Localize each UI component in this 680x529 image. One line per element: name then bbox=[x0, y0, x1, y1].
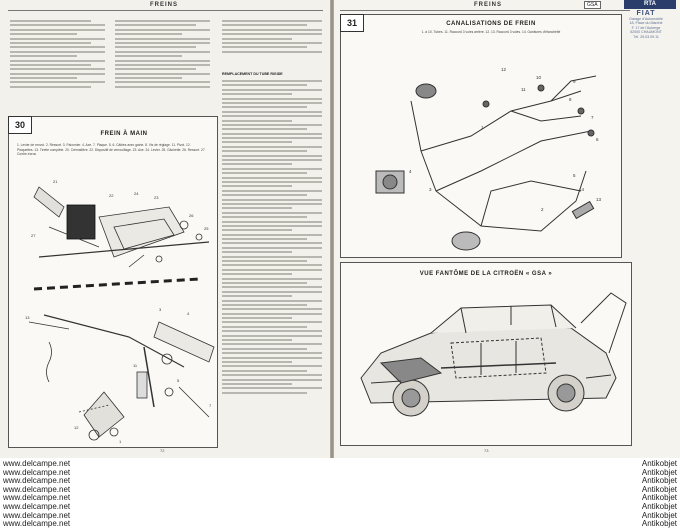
watermark-left-text: www.delcampe.net bbox=[3, 501, 71, 511]
left-page: FREINS REMPLACEMENT DU TUBE RIGIDE bbox=[0, 0, 330, 458]
watermark-right-text: Antikobjet bbox=[641, 519, 677, 529]
section-30-title: FREIN À MAIN bbox=[100, 131, 148, 137]
right-header-rule bbox=[340, 10, 630, 11]
svg-text:7: 7 bbox=[591, 115, 594, 120]
svg-text:11: 11 bbox=[133, 363, 138, 368]
left-header-rule bbox=[8, 10, 323, 11]
watermark-left-text: www.delcampe.net bbox=[3, 510, 71, 520]
stamp-line-5: Tél. 25.03.09.11 bbox=[633, 34, 659, 39]
svg-text:9: 9 bbox=[573, 79, 576, 84]
watermark-right-text: Antikobjet bbox=[641, 459, 677, 468]
watermark-strip: www.delcampe.net www.delcampe.net www.de… bbox=[0, 458, 680, 529]
svg-text:25: 25 bbox=[204, 226, 209, 231]
right-page-number: 73 bbox=[484, 448, 489, 453]
svg-text:4: 4 bbox=[409, 169, 412, 174]
brake-lines-diagram: 12 11 10 9 8 7 6 5 1 4 3 2 14 13 bbox=[375, 67, 602, 251]
left-text-column-2 bbox=[115, 20, 210, 90]
handbrake-exploded-diagram: 21 22 24 23 26 25 27 13 3 4 11 5 12 1 7 bbox=[25, 179, 215, 444]
phantom-view-title: VUE FANTÔME DE LA CITROËN « GSA » bbox=[419, 271, 553, 277]
left-running-head: FREINS bbox=[150, 2, 179, 8]
svg-text:26: 26 bbox=[189, 213, 194, 218]
stamp-line-2: 18, Place du Marché bbox=[629, 21, 663, 26]
watermark-left-text: www.delcampe.net bbox=[3, 476, 71, 486]
stamp-line-1: Garage d'Automobile bbox=[629, 16, 663, 21]
section-30-number: 30 bbox=[8, 116, 32, 134]
left-col3-heading-wrap: REMPLACEMENT DU TUBE RIGIDE bbox=[222, 72, 322, 396]
watermark-left-text: www.delcampe.net bbox=[3, 459, 71, 468]
watermark-left-text: www.delcampe.net bbox=[3, 519, 71, 529]
watermark-right-text: Antikobjet bbox=[641, 501, 677, 511]
svg-text:7: 7 bbox=[209, 403, 212, 408]
watermark-right-text: Antikobjet bbox=[641, 510, 677, 520]
svg-text:11: 11 bbox=[521, 87, 526, 92]
watermark-right-text: Antikobjet bbox=[641, 467, 677, 477]
section-30-caption: 1. Levier de renvoi. 2. Ressort. 3. Palo… bbox=[17, 143, 206, 157]
garage-stamp: FIAT Garage d'Automobile 18, Place du Ma… bbox=[616, 10, 676, 64]
rta-badge: RTA bbox=[624, 0, 676, 9]
gsa-tag: GSA bbox=[584, 1, 601, 9]
spine-gutter bbox=[330, 0, 334, 458]
svg-text:1: 1 bbox=[119, 439, 122, 444]
svg-text:22: 22 bbox=[109, 193, 114, 198]
svg-text:2: 2 bbox=[541, 207, 544, 212]
svg-text:6: 6 bbox=[596, 137, 599, 142]
right-page: FREINS GSA RTA FIAT Garage d'Automobile … bbox=[334, 0, 680, 458]
section-30-box: 30 FREIN À MAIN 1. Levier de renvoi. 2. … bbox=[8, 116, 218, 448]
watermark-right-text: Antikobjet bbox=[641, 493, 677, 503]
phantom-view-box: VUE FANTÔME DE LA CITROËN « GSA » bbox=[340, 262, 632, 446]
svg-text:3: 3 bbox=[159, 307, 162, 312]
svg-text:10: 10 bbox=[536, 75, 542, 80]
svg-text:1: 1 bbox=[481, 125, 484, 130]
svg-text:8: 8 bbox=[569, 97, 572, 102]
watermark-left-text: www.delcampe.net bbox=[3, 484, 71, 494]
stamp-line-3: F. 17 de l'Auberge bbox=[631, 25, 661, 30]
watermark-left-text: www.delcampe.net bbox=[3, 493, 71, 503]
svg-text:23: 23 bbox=[154, 195, 159, 200]
left-text-column-1 bbox=[10, 20, 105, 90]
watermark-left-column: www.delcampe.net www.delcampe.net www.de… bbox=[3, 459, 71, 529]
left-text-column-3 bbox=[222, 20, 322, 55]
svg-text:13: 13 bbox=[25, 315, 30, 320]
section-31-box: 31 CANALISATIONS DE FREIN 1. à 10. Tubes… bbox=[340, 14, 622, 258]
svg-text:4: 4 bbox=[187, 311, 190, 316]
section-31-caption: 1. à 10. Tubes. 11. Raccord 3 voies arri… bbox=[421, 30, 561, 34]
magazine-spread: FREINS REMPLACEMENT DU TUBE RIGIDE bbox=[0, 0, 680, 458]
svg-text:14: 14 bbox=[579, 187, 585, 192]
section-31-title: CANALISATIONS DE FREIN bbox=[446, 21, 536, 27]
svg-text:5: 5 bbox=[177, 378, 180, 383]
car-phantom-illustration bbox=[360, 292, 627, 417]
stamp-brand: FIAT bbox=[636, 10, 656, 17]
watermark-right-text: Antikobjet bbox=[641, 476, 677, 486]
svg-text:21: 21 bbox=[53, 179, 58, 184]
svg-text:12: 12 bbox=[74, 425, 79, 430]
stamp-line-4: 52000 CHAUMONT bbox=[630, 30, 662, 35]
svg-text:24: 24 bbox=[134, 191, 139, 196]
watermark-left-text: www.delcampe.net bbox=[3, 467, 71, 477]
svg-text:5: 5 bbox=[573, 173, 576, 178]
right-running-head: FREINS bbox=[474, 2, 503, 8]
svg-text:3: 3 bbox=[429, 187, 432, 192]
section-31-number: 31 bbox=[340, 14, 364, 32]
left-page-number: 72 bbox=[160, 448, 165, 453]
watermark-right-text: Antikobjet bbox=[641, 484, 677, 494]
tube-rigide-heading: REMPLACEMENT DU TUBE RIGIDE bbox=[222, 72, 283, 76]
svg-text:13: 13 bbox=[596, 197, 602, 202]
watermark-right-column: Antikobjet Antikobjet Antikobjet Antikob… bbox=[641, 459, 677, 529]
svg-text:27: 27 bbox=[31, 233, 36, 238]
svg-text:12: 12 bbox=[501, 67, 507, 72]
